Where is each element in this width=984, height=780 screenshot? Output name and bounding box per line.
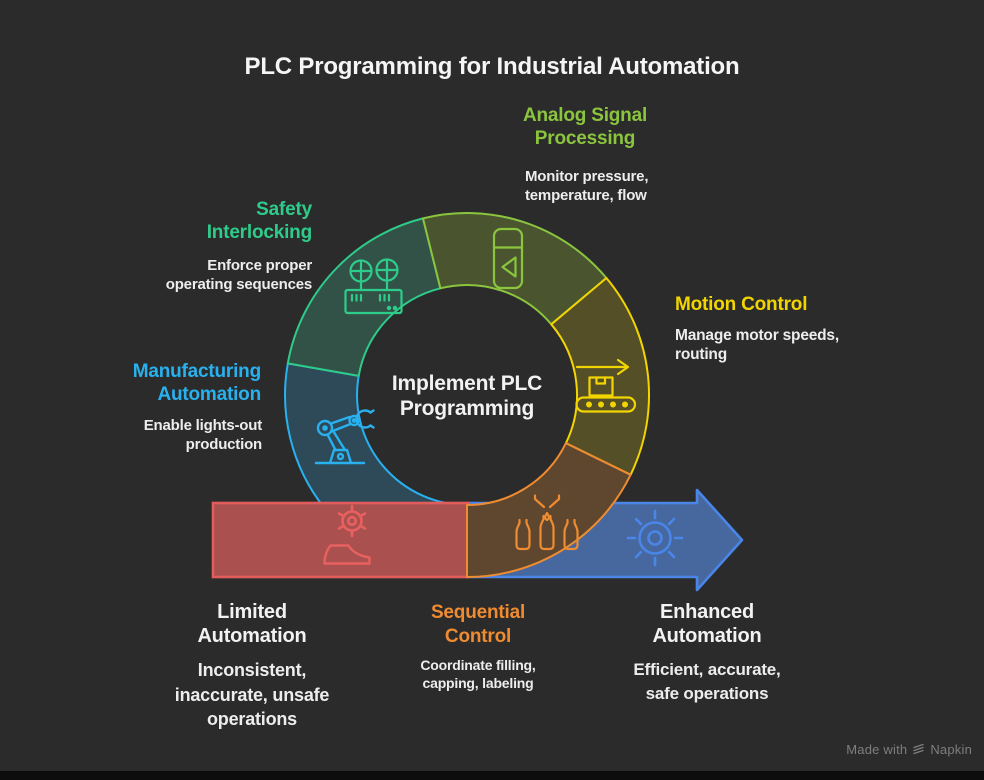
flow-desc-enhanced-automation: Efficient, accurate, safe operations xyxy=(633,660,781,703)
segment-desc-manufacturing-automation: Enable lights-out production xyxy=(143,417,262,453)
segment-label-motion-control: Motion Control xyxy=(675,294,808,315)
sun-gear-icon xyxy=(626,509,684,567)
flow-label-limited-automation: Limited Automation xyxy=(197,601,307,647)
segment-label-analog-signal-processing: Analog Signal Processing xyxy=(522,105,648,149)
bottle-filling-icon xyxy=(515,494,579,551)
flow-label-enhanced-automation: Enhanced Automation xyxy=(652,601,762,647)
segment-desc-motion-control: Manage motor speeds, routing xyxy=(675,327,839,363)
hand-plane-icon xyxy=(323,544,371,565)
segment-desc-safety-interlocking: Enforce proper operating sequences xyxy=(165,257,312,293)
segment-label-sequential-control: Sequential Control xyxy=(430,602,526,647)
segment-label-manufacturing-automation: Manufacturing Automation xyxy=(132,361,261,405)
gear-icon xyxy=(337,504,367,538)
flow-desc-limited-automation: Inconsistent, inaccurate, unsafe operati… xyxy=(174,660,330,729)
segment-desc-sequential-control: Coordinate filling, capping, labeling xyxy=(420,657,536,691)
segment-label-safety-interlocking: Safety Interlocking xyxy=(206,199,312,243)
center-label: Implement PLC Programming xyxy=(391,372,543,420)
watermark-brand: Napkin xyxy=(930,742,972,757)
napkin-watermark: Made with Napkin xyxy=(846,742,972,757)
bottom-bar xyxy=(0,771,984,780)
emergency-stop-panel-icon xyxy=(344,258,403,315)
proximity-sensor-icon xyxy=(492,227,524,290)
napkin-logo-icon xyxy=(913,743,925,755)
robot-arm-icon xyxy=(314,409,375,465)
page-title: PLC Programming for Industrial Automatio… xyxy=(244,53,740,80)
segment-desc-analog-signal-processing: Monitor pressure, temperature, flow xyxy=(525,168,649,204)
segment-safety-interlocking xyxy=(286,217,442,377)
watermark-prefix: Made with xyxy=(846,742,908,757)
conveyor-belt-icon xyxy=(575,358,637,413)
segment-sequential-control xyxy=(466,442,632,578)
